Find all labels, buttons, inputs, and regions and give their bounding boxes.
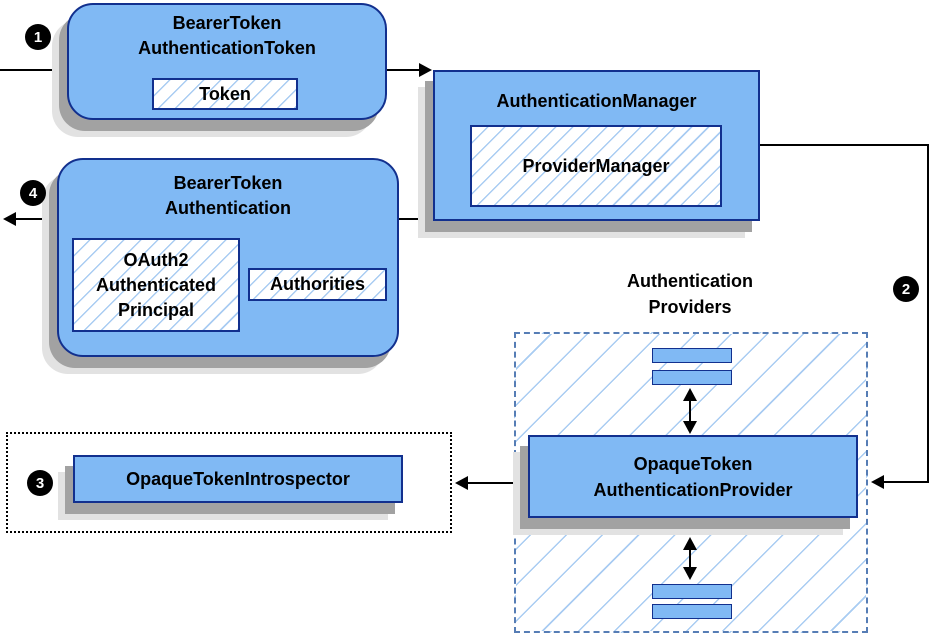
arrow-provider-list-top — [683, 388, 697, 434]
inner-authorities-box: Authorities — [248, 268, 387, 301]
inner-principal-line: Authenticated — [95, 274, 216, 295]
node-title-line: BearerToken — [173, 173, 283, 193]
inner-authorities-label: Authorities — [269, 274, 365, 294]
provider-list-item-bar — [652, 348, 732, 363]
inner-provider-manager-label: ProviderManager — [522, 155, 670, 176]
node-title-line: BearerToken — [172, 13, 282, 33]
node-title: BearerToken Authentication — [59, 160, 397, 221]
node-authentication-manager: AuthenticationManager ProviderManager — [433, 70, 760, 221]
node-title: AuthenticationManager — [496, 91, 697, 111]
provider-list-item-bar — [652, 584, 732, 599]
arrow-authentication-result-out — [3, 212, 58, 226]
inner-principal-line: OAuth2 — [123, 249, 189, 270]
node-title-line: Authentication — [165, 198, 291, 218]
inner-oauth2-authenticated-principal-box: OAuth2 Authenticated Principal — [72, 238, 240, 332]
step-number: 1 — [33, 28, 43, 46]
step-number: 4 — [28, 184, 38, 202]
step-badge-1: 1 — [25, 24, 51, 50]
node-title-line: AuthenticationToken — [138, 38, 316, 58]
step-number: 2 — [901, 280, 911, 298]
arrow-manager-to-provider — [760, 144, 929, 489]
inner-token-label: Token — [199, 83, 251, 104]
step-number: 3 — [35, 474, 45, 492]
arrow-provider-list-bottom — [683, 537, 697, 580]
inner-principal-line: Principal — [117, 299, 195, 320]
node-opaque-token-introspector: OpaqueTokenIntrospector — [73, 455, 403, 503]
arrow-provider-to-introspector — [455, 476, 514, 490]
inner-provider-manager-box: ProviderManager — [470, 125, 722, 207]
region-label-line: Providers — [648, 297, 732, 317]
region-label-line: Authentication — [627, 271, 753, 291]
provider-list-item-bar — [652, 370, 732, 385]
node-opaque-token-authentication-provider: OpaqueToken AuthenticationProvider — [528, 435, 858, 518]
node-title: BearerToken AuthenticationToken — [69, 5, 385, 61]
node-title-line: OpaqueToken — [633, 453, 753, 474]
inner-token-box: Token — [152, 78, 298, 110]
step-badge-4: 4 — [20, 180, 46, 206]
node-title: OpaqueTokenIntrospector — [126, 468, 350, 489]
step-badge-2: 2 — [893, 276, 919, 302]
provider-list-item-bar — [652, 604, 732, 619]
node-title-line: AuthenticationProvider — [593, 479, 793, 500]
authentication-providers-label: Authentication Providers — [570, 268, 810, 320]
node-bearer-token-authentication: BearerToken Authentication OAuth2 Authen… — [57, 158, 399, 357]
step-badge-3: 3 — [27, 470, 53, 496]
arrow-token-to-authentication-manager — [386, 63, 432, 77]
node-bearer-token-authentication-token: BearerToken AuthenticationToken Token — [67, 3, 387, 120]
